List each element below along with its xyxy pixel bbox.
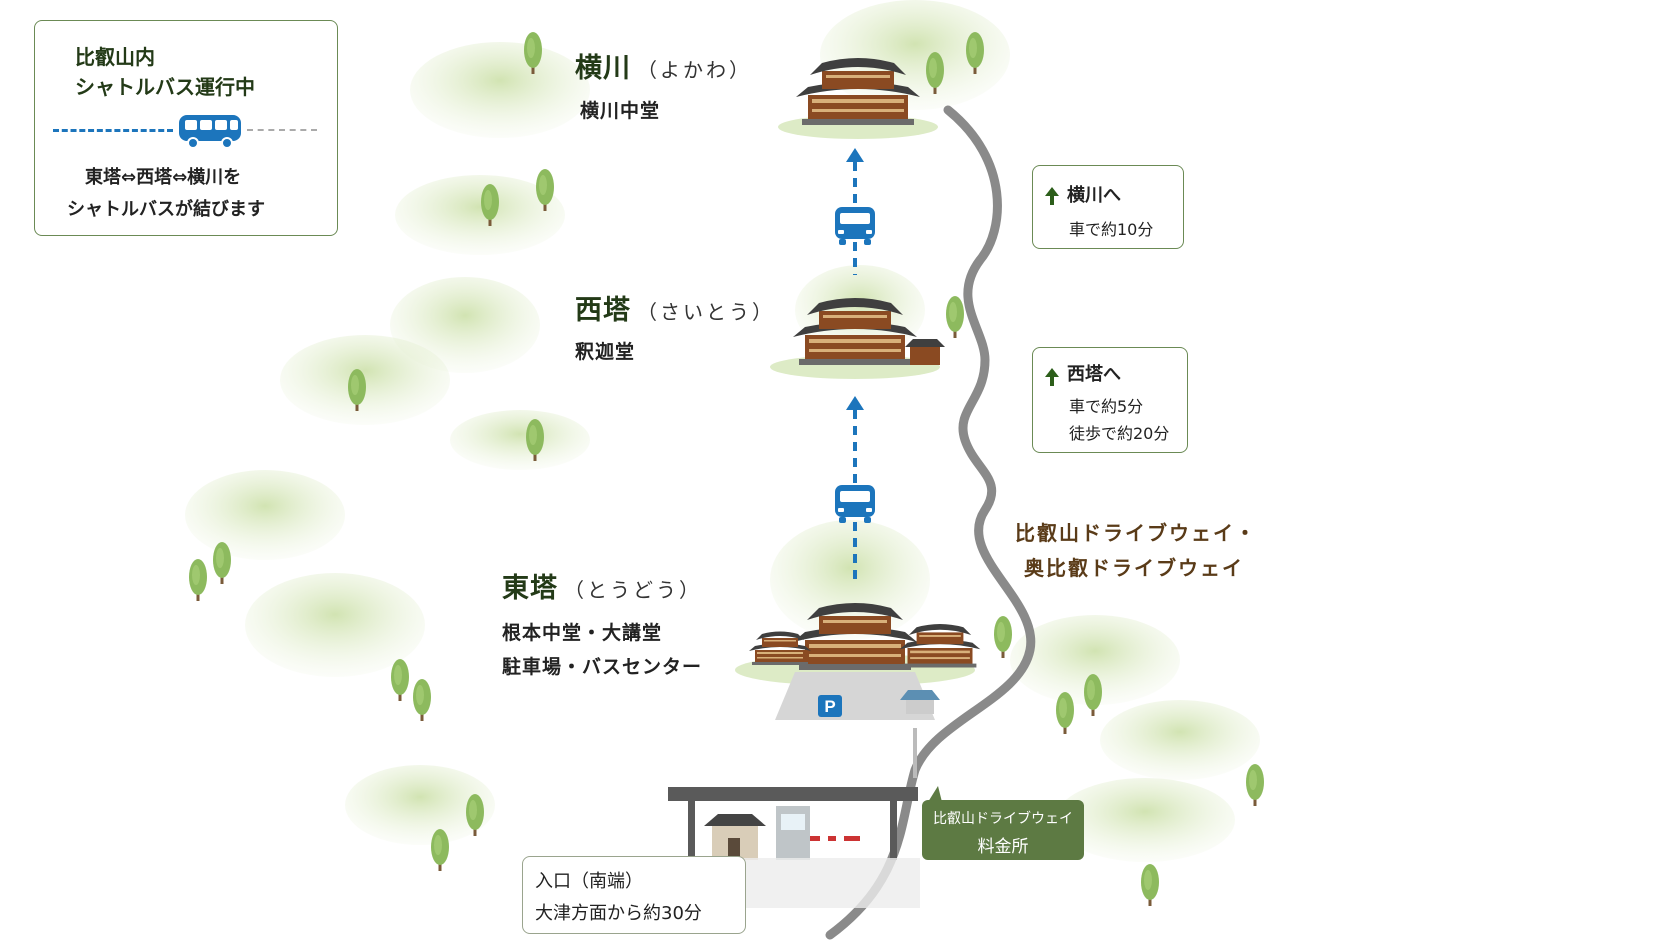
tollgate-pointer — [928, 786, 942, 802]
saito-temple-illustration — [770, 298, 945, 379]
tollgate-label-line1: 比叡山ドライブウェイ — [933, 811, 1073, 827]
entrance-time: 大津方面から約30分 — [535, 903, 702, 924]
to-saito-car: 車で約5分 — [1069, 397, 1144, 416]
site-todo: 東塔（とうどう） — [502, 566, 702, 605]
bus-center-hut — [900, 690, 940, 778]
entrance-info: 入口（南端） 大津方面から約30分 — [522, 856, 746, 934]
site-todo-reading: （とうどう） — [564, 578, 702, 602]
legend-dash-left — [53, 129, 173, 132]
site-todo-sub2: 駐車場・バスセンター — [502, 656, 703, 678]
svg-text:P: P — [824, 697, 835, 716]
parking-sign: P — [818, 695, 842, 717]
site-yokawa: 横川（よかわ） — [575, 46, 752, 85]
yokawa-temple-illustration — [778, 58, 938, 139]
to-saito-info: 西塔へ 車で約5分 徒歩で約20分 — [1032, 347, 1188, 453]
site-todo-sub1: 根本中堂・大講堂 — [502, 622, 663, 644]
legend-title-line1: 比叡山内 — [75, 45, 155, 69]
site-saito-sub: 釈迦堂 — [575, 341, 636, 363]
legend-dash-right — [247, 129, 317, 131]
to-saito-walk: 徒歩で約20分 — [1069, 424, 1170, 443]
route-label-line2: 奥比叡ドライブウェイ — [1024, 556, 1244, 580]
tollgate-callout: 比叡山ドライブウェイ 料金所 — [922, 786, 1084, 860]
bus-icon — [179, 115, 241, 149]
site-yokawa-reading: （よかわ） — [637, 58, 752, 82]
legend-title-line2: シャトルバス運行中 — [75, 75, 255, 99]
todo-temple-illustration — [735, 603, 981, 720]
to-saito-title: 西塔へ — [1067, 364, 1121, 385]
site-yokawa-name: 横川 — [575, 53, 631, 84]
trees — [189, 32, 1264, 906]
to-yokawa-time: 車で約10分 — [1069, 220, 1154, 239]
site-saito-reading: （さいとう） — [637, 300, 775, 324]
arrow-up-icon — [1045, 368, 1059, 386]
site-yokawa-sub: 横川中堂 — [580, 100, 661, 122]
hills — [185, 0, 1260, 862]
to-yokawa-title: 横川へ — [1067, 185, 1121, 206]
route-label-line1: 比叡山ドライブウェイ・ — [1015, 521, 1257, 545]
site-todo-name: 東塔 — [502, 573, 558, 604]
to-yokawa-info: 横川へ 車で約10分 — [1032, 165, 1184, 249]
site-saito: 西塔（さいとう） — [575, 288, 775, 327]
bus-icon — [835, 485, 875, 523]
arrow-up-icon — [1045, 187, 1059, 205]
legend-desc-line2: シャトルバスが結びます — [67, 199, 265, 220]
shuttle-legend: 比叡山内 シャトルバス運行中 東塔⇔西塔⇔横川を シャトルバスが結びます — [34, 20, 338, 236]
bus-icon — [835, 207, 875, 245]
site-saito-name: 西塔 — [575, 295, 631, 326]
tollgate-label-line2: 料金所 — [977, 837, 1029, 857]
legend-desc-line1: 東塔⇔西塔⇔横川を — [85, 167, 242, 188]
entrance-label: 入口（南端） — [535, 871, 643, 892]
